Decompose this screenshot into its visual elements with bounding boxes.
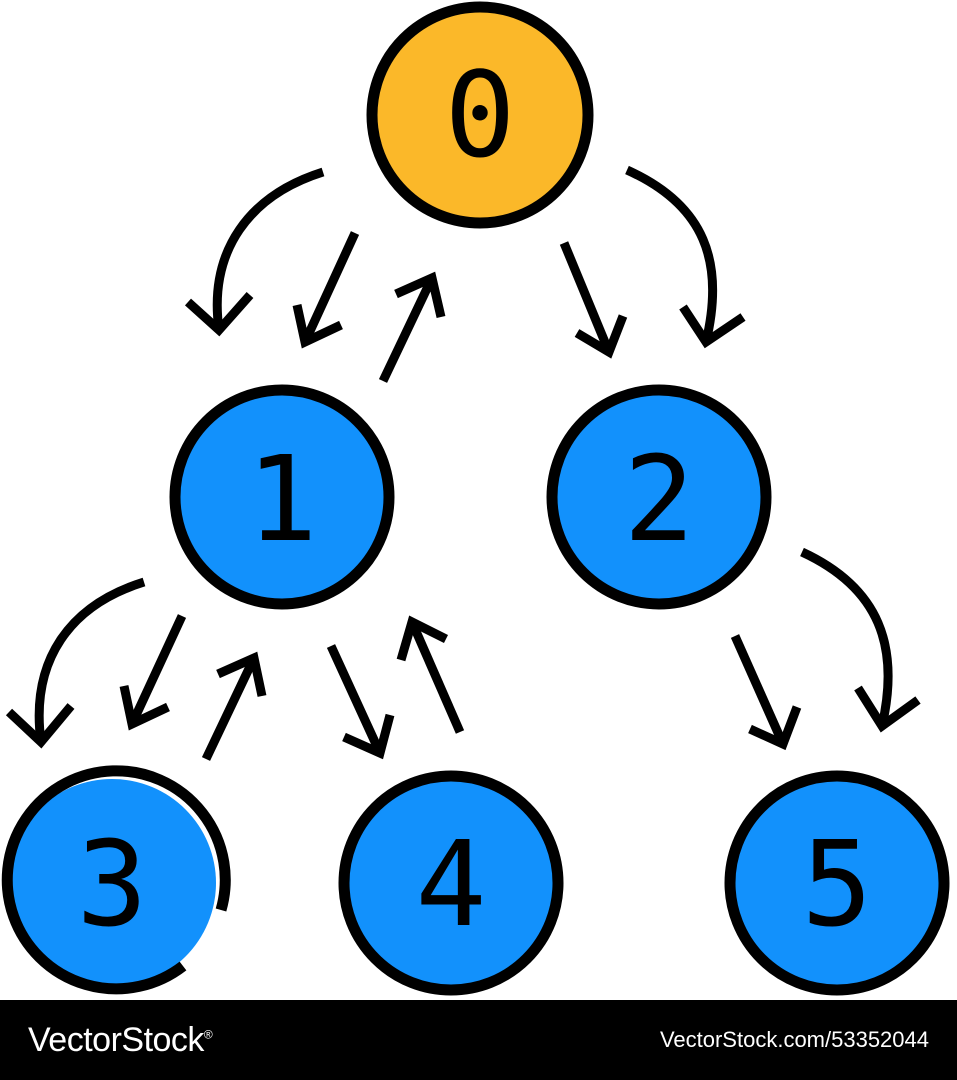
node-3-fill <box>8 779 216 987</box>
edge-1-4 <box>326 615 465 760</box>
node-0-circle <box>366 1 594 229</box>
edge-1-3-up-arrow <box>201 656 259 761</box>
watermark-image-id: VectorStock.com/53352044 <box>659 1027 929 1052</box>
node-5: 5 <box>724 770 950 996</box>
node-4-circle <box>338 770 564 996</box>
edge-1-3-curved-arrow <box>34 577 146 743</box>
edge-0-1-up-arrow-head <box>394 271 446 319</box>
node-2-label: 2 <box>623 430 694 568</box>
edge-0-1-down-arrow-head <box>292 304 343 349</box>
node-4-label: 4 <box>415 815 486 953</box>
node-1: 1 <box>169 384 395 610</box>
edge-2-5-down-arrow <box>730 634 788 746</box>
node-1-circle <box>169 384 395 610</box>
edge-1-3-curved-arrow-head <box>5 703 75 749</box>
edge-0-1-down-arrow <box>300 231 360 344</box>
node-2-circle <box>546 384 772 610</box>
edge-2-5-down-arrow-head <box>748 705 802 751</box>
edge-1-3-up-arrow-head <box>216 651 267 697</box>
edge-1-3-down-arrow <box>127 614 187 726</box>
edge-2-5-curved-arrow-head <box>854 685 921 733</box>
edge-1-4-up-arrow-head <box>396 615 449 662</box>
node-3-label: 3 <box>76 815 147 953</box>
edge-1-4-down-arrow-head <box>342 713 395 760</box>
node-5-label: 5 <box>801 815 872 953</box>
brand-name: VectorStock <box>28 1020 204 1059</box>
edge-0-2-curved-arrow-head <box>679 304 746 349</box>
watermark-footer: VectorStock® VectorStock.com/53352044 <box>0 1000 957 1080</box>
edge-0-1-curved-arrow <box>212 167 325 331</box>
edge-0-2-down-arrow <box>559 241 614 354</box>
node-3-outline <box>1 765 231 995</box>
node-4: 4 <box>338 770 564 996</box>
edge-1-4-down-arrow <box>326 644 385 755</box>
node-3: 3 <box>1 765 231 995</box>
edge-0-1-up-arrow <box>378 276 437 383</box>
edge-1-4-up-arrow <box>407 620 465 734</box>
brand-registered-mark: ® <box>203 1027 213 1042</box>
node-2: 2 <box>546 384 772 610</box>
node-1-label: 1 <box>246 430 317 568</box>
edge-0-1-curved-arrow-head <box>184 292 254 337</box>
edge-0-2-curved-arrow <box>625 165 718 344</box>
node-0: 0 <box>366 1 594 229</box>
edge-1-3-down-arrow-head <box>119 685 170 731</box>
edge-0-2 <box>559 165 746 359</box>
node-0-label: 0 <box>444 46 515 184</box>
edge-1-3 <box>5 577 267 761</box>
edge-2-5-curved-arrow <box>800 547 893 727</box>
edge-0-1 <box>184 167 446 383</box>
tree-diagram: 0 1 2 3 4 5 <box>1 1 950 996</box>
watermark-brand: VectorStock® <box>28 1020 213 1060</box>
node-5-circle <box>724 770 950 996</box>
edge-2-5 <box>730 547 921 751</box>
edge-0-2-down-arrow-head <box>574 314 628 359</box>
